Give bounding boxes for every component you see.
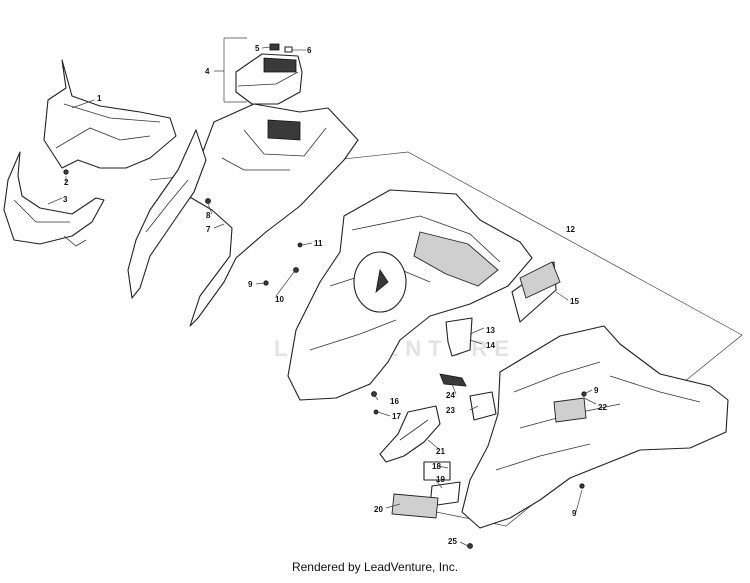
callout-14: 14 bbox=[486, 341, 495, 350]
callout-10: 10 bbox=[275, 295, 284, 304]
windshield-part-1[interactable] bbox=[43, 59, 177, 169]
callout-19: 19 bbox=[436, 475, 445, 484]
pad-part-18[interactable] bbox=[423, 461, 451, 481]
callout-16: 16 bbox=[390, 397, 399, 406]
plate-part-23[interactable] bbox=[469, 391, 497, 421]
part-6[interactable] bbox=[284, 46, 293, 53]
callout-7: 7 bbox=[206, 225, 211, 234]
callout-22: 22 bbox=[598, 403, 607, 412]
callout-24: 24 bbox=[446, 391, 455, 400]
washer-part-10[interactable] bbox=[293, 267, 299, 273]
callout-6: 6 bbox=[307, 46, 312, 55]
callout-9-left: 9 bbox=[248, 280, 253, 289]
callout-3: 3 bbox=[63, 195, 68, 204]
callout-13: 13 bbox=[486, 326, 495, 335]
trim-part-3[interactable] bbox=[3, 151, 105, 247]
callout-17: 17 bbox=[392, 412, 401, 421]
callout-23: 23 bbox=[446, 406, 455, 415]
console-part-4[interactable] bbox=[235, 53, 303, 105]
fastener-part-25[interactable] bbox=[467, 543, 473, 549]
hood-panel[interactable] bbox=[187, 103, 359, 327]
callout-25: 25 bbox=[448, 537, 457, 546]
washer-part-17[interactable] bbox=[373, 409, 379, 415]
callout-5: 5 bbox=[255, 44, 260, 53]
callout-8: 8 bbox=[206, 211, 211, 220]
callout-9-right: 9 bbox=[594, 386, 599, 395]
nut-part-11[interactable] bbox=[297, 242, 303, 248]
callout-1: 1 bbox=[97, 94, 102, 103]
rivet-part-8[interactable] bbox=[205, 198, 211, 204]
duct-part-21[interactable] bbox=[379, 405, 441, 463]
footer-credit: Rendered by LeadVenture, Inc. bbox=[291, 560, 459, 574]
bolt-part-16[interactable] bbox=[371, 391, 377, 397]
part-5[interactable] bbox=[269, 43, 280, 51]
bracket-part-24[interactable] bbox=[439, 373, 467, 387]
screw-part-9-left[interactable] bbox=[263, 280, 269, 286]
callout-2: 2 bbox=[64, 178, 69, 187]
callout-20: 20 bbox=[374, 505, 383, 514]
callout-21: 21 bbox=[436, 447, 445, 456]
screw-part-9-bottom[interactable] bbox=[579, 483, 585, 489]
screw-part-2[interactable] bbox=[63, 169, 69, 175]
nose-cone-part-12[interactable] bbox=[287, 189, 533, 401]
callout-9-bottom: 9 bbox=[572, 509, 577, 518]
belly-pan[interactable] bbox=[461, 325, 729, 529]
pad-part-20[interactable] bbox=[391, 493, 439, 519]
callout-11: 11 bbox=[314, 239, 323, 248]
panel-part-13[interactable] bbox=[445, 317, 473, 357]
left-side-panel[interactable] bbox=[127, 129, 207, 299]
callout-18: 18 bbox=[432, 462, 441, 471]
bracket-4 bbox=[214, 37, 247, 103]
panel-part-15-detail bbox=[519, 261, 561, 299]
callout-15: 15 bbox=[570, 297, 579, 306]
callout-4: 4 bbox=[205, 67, 210, 76]
callout-12: 12 bbox=[566, 225, 575, 234]
